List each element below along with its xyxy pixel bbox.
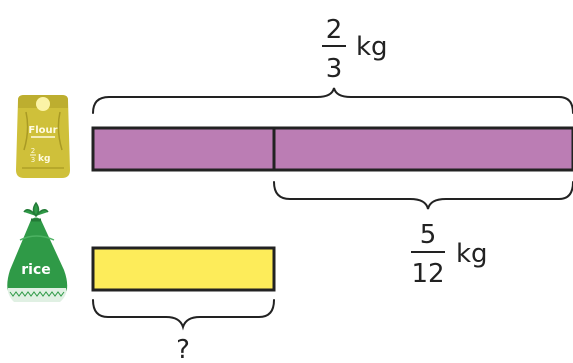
flour-amount-numerator: 2: [31, 147, 35, 155]
part-brace: [273, 181, 573, 210]
part-unit: kg: [456, 239, 488, 269]
flour-amount-denominator: 3: [31, 156, 35, 164]
total-weight-label: 2 3 kg: [322, 15, 388, 84]
part-denominator: 12: [411, 259, 444, 289]
flour-amount-unit: kg: [38, 154, 50, 164]
unknown-label: ?: [176, 335, 190, 363]
total-denominator: 3: [326, 54, 343, 84]
flour-bar: [91, 126, 573, 172]
part-weight-label: 5 12 kg: [411, 220, 488, 289]
part-numerator: 5: [420, 220, 437, 250]
rice-bar: [91, 246, 276, 292]
total-brace: [92, 87, 573, 114]
flour-label: Flour: [28, 125, 57, 136]
rice-label: rice: [21, 262, 51, 278]
total-unit: kg: [356, 32, 388, 62]
rice-bag-icon: rice: [6, 201, 68, 304]
flour-bag-icon: Flour 2 3 kg: [16, 95, 70, 178]
total-numerator: 2: [326, 15, 343, 45]
unknown-brace: [92, 299, 275, 331]
